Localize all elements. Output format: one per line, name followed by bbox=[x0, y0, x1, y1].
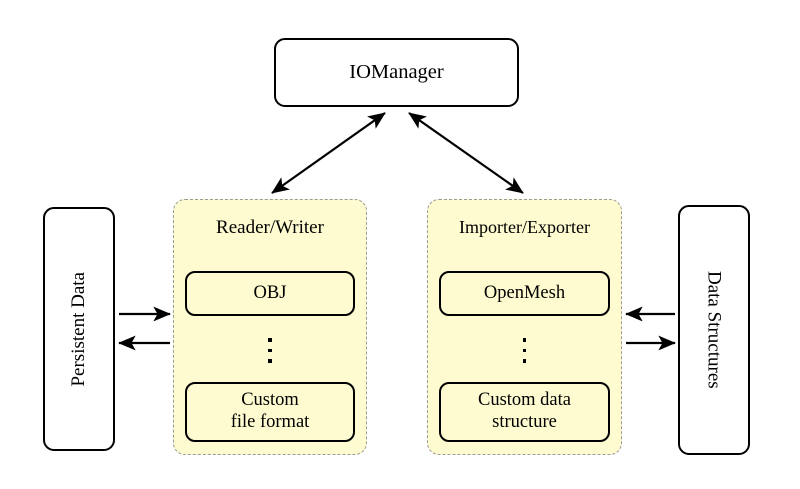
io-manager-label: IOManager bbox=[349, 61, 444, 84]
node-data-structures: Data Structures bbox=[678, 205, 750, 455]
arrow-manager-importerexporter bbox=[408, 112, 524, 194]
panel-importer-exporter-title: Importer/Exporter bbox=[459, 217, 590, 237]
item-obj: OBJ bbox=[185, 271, 355, 316]
item-openmesh-label: OpenMesh bbox=[483, 282, 566, 303]
ellipsis-dot bbox=[522, 348, 527, 353]
panel-importer-exporter: Importer/Exporter OpenMesh Custom data s… bbox=[427, 199, 622, 455]
data-structures-label: Data Structures bbox=[703, 271, 725, 389]
ellipsis-dot bbox=[522, 338, 527, 342]
item-obj-label: OBJ bbox=[253, 282, 287, 303]
item-line-2: structure bbox=[492, 412, 557, 432]
item-line-1: Custom bbox=[241, 390, 299, 411]
ellipsis-dot bbox=[522, 359, 527, 363]
item-custom-file-format: Custom file format bbox=[185, 382, 355, 442]
node-persistent-data: Persistent Data bbox=[43, 207, 115, 451]
item-custom-data-structure: Custom data structure bbox=[439, 382, 610, 442]
ellipsis-reader-writer bbox=[174, 328, 366, 373]
arrow-manager-readerwriter bbox=[271, 112, 386, 194]
ellipsis-importer-exporter bbox=[428, 328, 621, 373]
item-custom-file-format-label: Custom file format bbox=[231, 390, 310, 434]
ellipsis-dot bbox=[268, 348, 272, 353]
item-line-1: Custom data bbox=[477, 390, 571, 411]
item-custom-data-structure-label: Custom data structure bbox=[478, 390, 571, 434]
item-openmesh: OpenMesh bbox=[439, 271, 610, 316]
panel-reader-writer: Reader/Writer OBJ Custom file format bbox=[173, 199, 367, 455]
item-line-2: file format bbox=[230, 412, 310, 432]
panel-reader-writer-title: Reader/Writer bbox=[216, 217, 324, 238]
node-io-manager: IOManager bbox=[274, 38, 519, 107]
persistent-data-label: Persistent Data bbox=[68, 271, 90, 387]
ellipsis-dot bbox=[268, 338, 272, 342]
ellipsis-dot bbox=[268, 359, 272, 363]
